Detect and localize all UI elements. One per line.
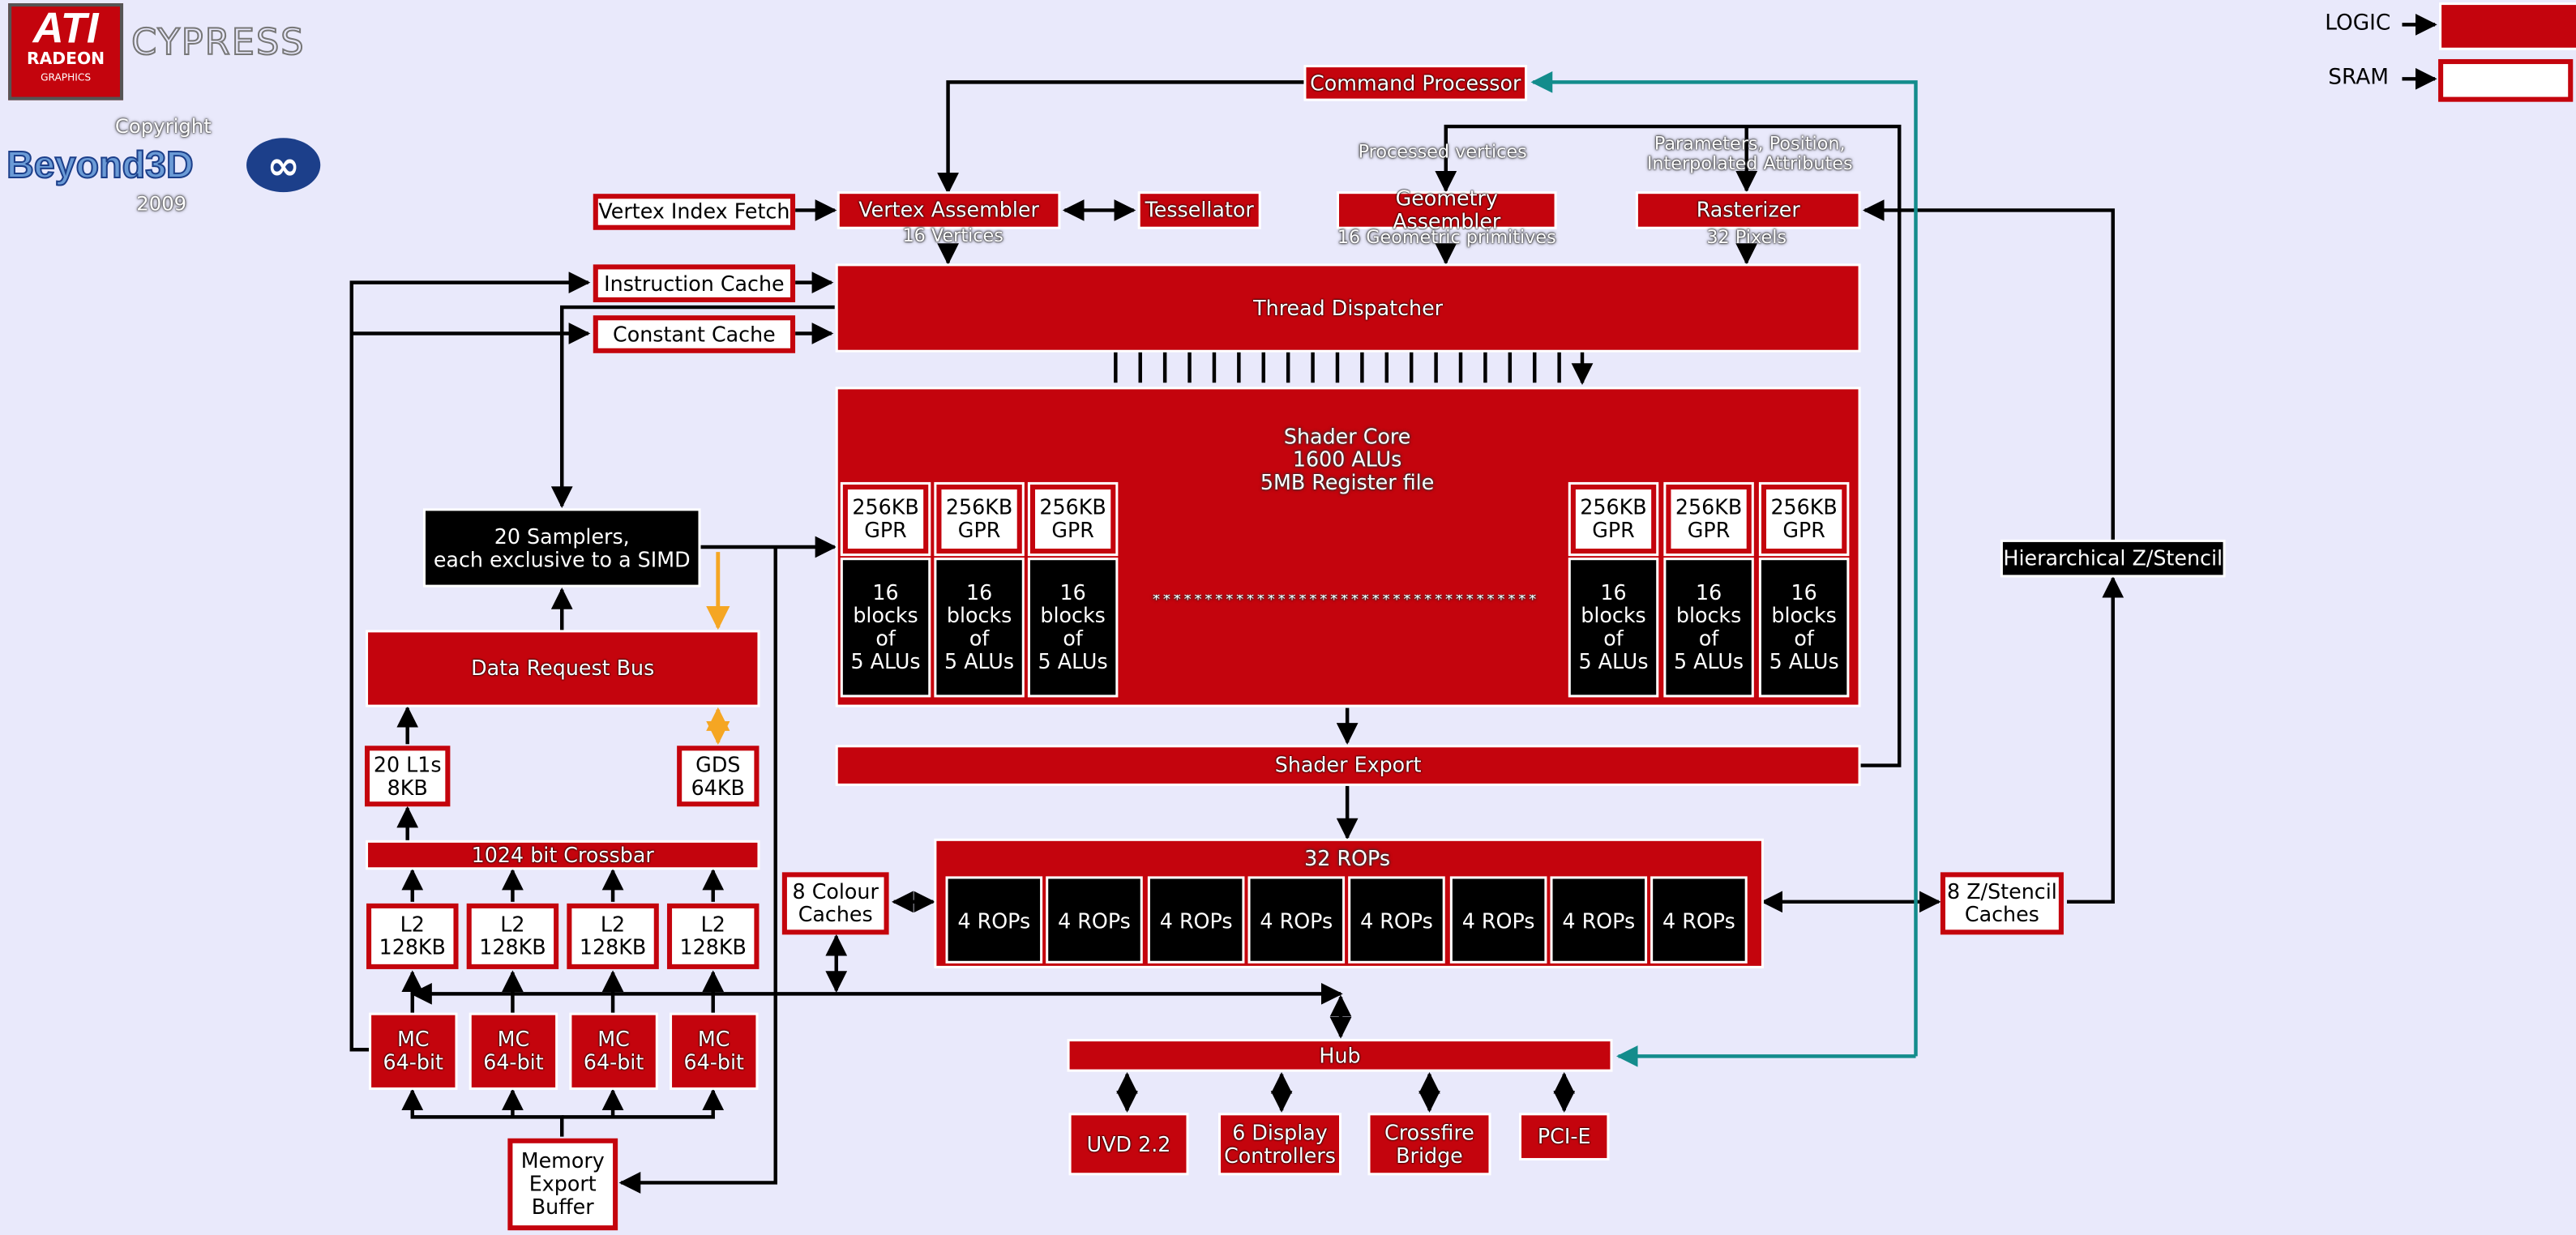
alu-block: 16 blocks of 5 ALUs [936, 560, 1022, 695]
chip-name: CYPRESS [131, 22, 306, 65]
shader-core-title: Shader Core 1600 ALUs 5MB Register file [1260, 423, 1435, 494]
rasterizer: Rasterizer [1637, 194, 1859, 227]
geometry-assembler: Geometry Assembler [1339, 186, 1555, 233]
l2-cache: L2 128KB [466, 903, 559, 969]
gpr-block: 256KB GPR [842, 484, 929, 554]
gds: GDS 64KB [677, 746, 760, 807]
rop-block: 4 ROPs [1653, 878, 1745, 961]
thread-dispatcher: Thread Dispatcher [837, 266, 1859, 350]
alu-block: 16 blocks of 5 ALUs [1666, 560, 1752, 695]
alu-block: 16 blocks of 5 ALUs [1761, 560, 1847, 695]
vertex-index-fetch: Vertex Index Fetch [593, 194, 796, 230]
command-processor: Command Processor [1306, 67, 1525, 99]
gpr-block: 256KB GPR [1570, 484, 1657, 554]
l2-cache: L2 128KB [366, 903, 459, 969]
data-request-bus: Data Request Bus [368, 632, 758, 705]
pci-e: PCI-E [1521, 1115, 1607, 1159]
memory-controller: MC 64-bit [571, 1015, 656, 1088]
constant-cache: Constant Cache [593, 315, 796, 353]
geometry-assembler-output-label: 16 Geometric primitives [1337, 226, 1556, 249]
vertex-assembler: Vertex Assembler [839, 194, 1059, 227]
copyright-label: Copyright [114, 114, 212, 139]
gpr-block: 256KB GPR [1761, 484, 1847, 554]
legend-sram-label: SRAM [2328, 66, 2390, 91]
rop-block: 4 ROPs [1552, 878, 1645, 961]
copyright-year: 2009 [136, 192, 187, 216]
z-stencil-caches: 8 Z/Stencil Caches [1940, 872, 2064, 935]
memory-controller: MC 64-bit [672, 1015, 756, 1088]
l1-caches: 20 L1s 8KB [364, 746, 451, 807]
ati-logo: ATI RADEON GRAPHICS [8, 3, 124, 100]
rop-block: 4 ROPs [1250, 878, 1343, 961]
rop-block: 4 ROPs [948, 878, 1041, 961]
alu-block: 16 blocks of 5 ALUs [1029, 560, 1116, 695]
legend-sram-swatch [2438, 58, 2574, 102]
rop-block: 4 ROPs [1452, 878, 1545, 961]
alu-block: 16 blocks of 5 ALUs [1570, 560, 1657, 695]
memory-controller: MC 64-bit [471, 1015, 556, 1088]
gpr-block: 256KB GPR [1666, 484, 1752, 554]
hierarchical-z-stencil: Hierarchical Z/Stencil [2002, 541, 2223, 575]
rop-block: 4 ROPs [1350, 878, 1443, 961]
l2-cache: L2 128KB [567, 903, 659, 969]
display-controllers: 6 Display Controllers [1221, 1115, 1340, 1173]
beyond3d-infinity-icon: ∞ [246, 138, 321, 193]
rasterizer-input-label: Parameters, Position, Interpolated Attri… [1646, 133, 1853, 173]
uvd: UVD 2.2 [1071, 1115, 1187, 1173]
tessellator: Tessellator [1140, 194, 1259, 227]
beyond3d-logo-text: Beyond3D [6, 142, 195, 186]
hub: Hub [1069, 1041, 1611, 1070]
logo-radeon-text: RADEON [26, 50, 105, 70]
gpr-block: 256KB GPR [1029, 484, 1116, 554]
rops-title: 32 ROPs [1304, 845, 1391, 871]
legend-logic-label: LOGIC [2325, 11, 2391, 36]
rop-block: 4 ROPs [1048, 878, 1140, 961]
shader-export: Shader Export [837, 747, 1859, 784]
logo-ati-text: ATI [32, 3, 99, 53]
gpr-block: 256KB GPR [936, 484, 1022, 554]
samplers: 20 Samplers, each exclusive to a SIMD [425, 511, 699, 585]
alu-block: 16 blocks of 5 ALUs [842, 560, 929, 695]
shader-core-ellipsis: * * * * * * * * * * * * * * * * * * * * … [1152, 594, 1536, 610]
vertex-assembler-output-label: 16 Vertices [902, 224, 1003, 247]
crossfire-bridge: Crossfire Bridge [1370, 1115, 1489, 1173]
rop-block: 4 ROPs [1149, 878, 1243, 961]
processed-vertices-label: Processed vertices [1358, 141, 1527, 163]
instruction-cache: Instruction Cache [593, 264, 796, 302]
legend-logic-swatch [2441, 5, 2576, 48]
colour-caches: 8 Colour Caches [781, 872, 889, 935]
crossbar: 1024 bit Crossbar [368, 842, 758, 868]
rasterizer-output-label: 32 Pixels [1706, 226, 1787, 249]
logo-graphics-text: GRAPHICS [41, 72, 92, 84]
memory-export-buffer: Memory Export Buffer [507, 1138, 618, 1231]
l2-cache: L2 128KB [666, 903, 760, 969]
memory-controller: MC 64-bit [371, 1015, 456, 1088]
